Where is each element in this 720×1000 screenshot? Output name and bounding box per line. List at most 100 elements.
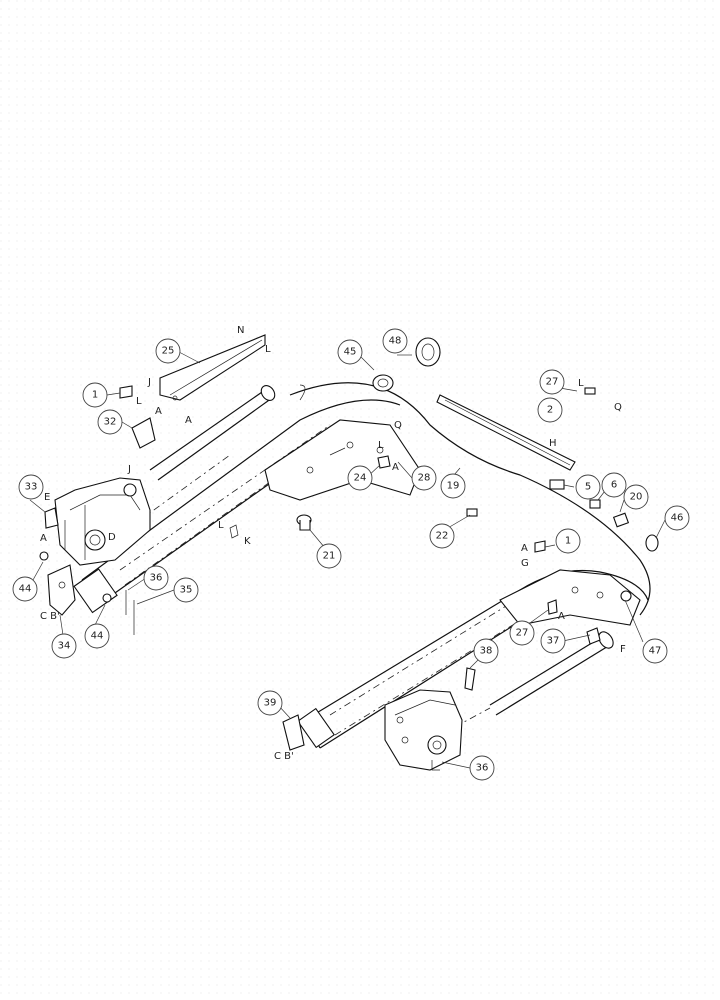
svg-text:19: 19 <box>447 481 460 492</box>
svg-text:37: 37 <box>547 636 560 647</box>
svg-text:44: 44 <box>91 631 104 642</box>
callout-37: 37 <box>540 628 566 654</box>
svg-text:44: 44 <box>19 584 32 595</box>
clamp-33 <box>44 507 59 529</box>
svg-text:39: 39 <box>264 698 277 709</box>
bolt-27b <box>547 599 558 615</box>
bolt-k <box>229 524 239 539</box>
callout-44a: 44 <box>12 576 38 602</box>
block-5 <box>549 479 565 490</box>
svg-text:1: 1 <box>92 390 98 401</box>
letter-n: N <box>237 325 244 336</box>
nut-44b <box>102 593 112 603</box>
left-swing-bracket <box>54 477 151 566</box>
letter-cb-front: C B' <box>274 751 294 762</box>
letter-j-top: J <box>147 377 151 388</box>
svg-text:5: 5 <box>585 482 591 493</box>
callout-44b: 44 <box>84 623 110 649</box>
callout-38: 38 <box>473 638 499 664</box>
bolt-24 <box>377 455 391 469</box>
letter-k: K <box>244 536 251 547</box>
pad-27 <box>584 387 596 395</box>
plate-34 <box>47 564 76 616</box>
letter-a-left: A <box>40 533 47 544</box>
block-20 <box>612 512 630 528</box>
reference-letters: N L J L A A J E A D C B' L K Q L A L Q H… <box>40 325 626 762</box>
svg-text:27: 27 <box>516 628 529 639</box>
bushing-37 <box>586 627 601 645</box>
seal-46 <box>645 534 659 552</box>
callout-36b: 36 <box>469 755 495 781</box>
svg-text:35: 35 <box>180 585 193 596</box>
letter-g: G <box>521 558 529 569</box>
callout-45: 45 <box>337 339 363 365</box>
letter-l-27: L <box>578 378 584 389</box>
callout-1a: 1 <box>82 382 108 408</box>
plate-39 <box>282 714 305 751</box>
svg-text:32: 32 <box>104 417 117 428</box>
callout-19: 19 <box>440 473 466 499</box>
callout-28: 28 <box>411 465 437 491</box>
letter-cb-left: C B' <box>40 611 60 622</box>
callout-34: 34 <box>51 633 77 659</box>
callout-25: 25 <box>155 338 181 364</box>
letter-j-mid: J <box>127 464 131 475</box>
seal-48 <box>415 337 441 367</box>
callout-32: 32 <box>97 409 123 435</box>
letter-a-1: A <box>155 406 162 417</box>
callout-48: 48 <box>382 328 408 354</box>
top-frame-plate <box>264 419 421 501</box>
callout-33: 33 <box>18 474 44 500</box>
callout-21: 21 <box>316 543 342 569</box>
svg-text:22: 22 <box>436 531 449 542</box>
svg-text:46: 46 <box>671 513 684 524</box>
svg-text:47: 47 <box>649 646 662 657</box>
letter-f: F <box>620 644 626 655</box>
letter-q-mid: Q <box>394 420 402 431</box>
letter-a-27b: A <box>558 611 565 622</box>
guide-rail-2 <box>436 394 576 471</box>
clip-22 <box>466 508 478 517</box>
letter-l-top: L <box>265 344 271 355</box>
svg-text:38: 38 <box>480 646 493 657</box>
lower-hydraulic-cylinder <box>439 631 614 736</box>
svg-text:2: 2 <box>547 405 553 416</box>
svg-text:1: 1 <box>565 536 571 547</box>
pin-38 <box>464 667 476 691</box>
letter-a-24: A <box>392 462 399 473</box>
svg-text:33: 33 <box>25 482 38 493</box>
svg-text:27: 27 <box>546 377 559 388</box>
callout-6: 6 <box>601 472 627 498</box>
callout-1b: 1 <box>555 528 581 554</box>
svg-text:6: 6 <box>611 480 617 491</box>
bracket-32 <box>131 417 156 449</box>
svg-text:36: 36 <box>476 763 489 774</box>
letter-l-28: L <box>378 440 384 451</box>
callout-39: 39 <box>257 690 283 716</box>
front-swing-housing <box>384 689 463 771</box>
nut-44a <box>39 551 49 561</box>
letter-d: D <box>108 532 116 543</box>
callout-5: 5 <box>575 474 601 500</box>
callout-35: 35 <box>173 577 199 603</box>
callout-36a: 36 <box>143 565 169 591</box>
callout-20: 20 <box>623 484 649 510</box>
svg-text:36: 36 <box>150 573 163 584</box>
letter-a-1b: A <box>521 543 528 554</box>
block-6 <box>589 499 601 509</box>
callout-22: 22 <box>429 523 455 549</box>
letter-l-mid: L <box>218 520 224 531</box>
callout-2: 2 <box>537 397 563 423</box>
svg-text:34: 34 <box>58 641 71 652</box>
callout-24: 24 <box>347 465 373 491</box>
svg-text:48: 48 <box>389 336 402 347</box>
letter-e: E <box>44 492 50 503</box>
pin-36b <box>431 760 440 771</box>
callout-27a: 27 <box>539 369 565 395</box>
svg-text:45: 45 <box>344 347 357 358</box>
svg-text:20: 20 <box>630 492 643 503</box>
letter-h: H <box>549 438 557 449</box>
callout-46: 46 <box>664 505 690 531</box>
